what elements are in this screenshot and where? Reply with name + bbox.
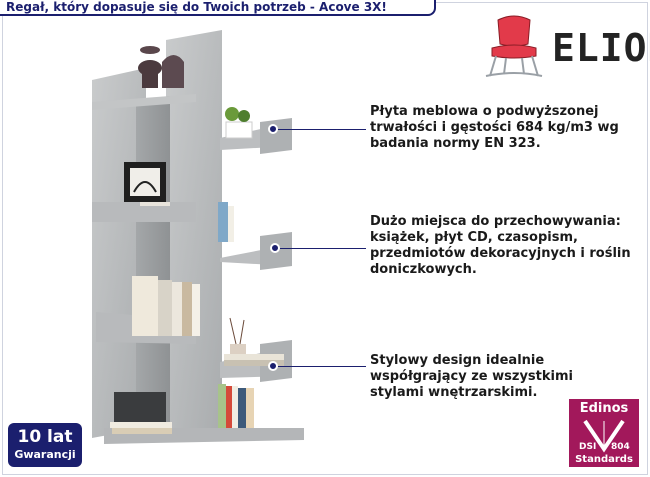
feature-design: Stylowy design idealnie współgrający ze … [370, 353, 573, 400]
bookshelf-illustration [92, 30, 304, 444]
certificate-brand: Edinos [579, 401, 629, 416]
chair-icon [485, 15, 543, 77]
feature-storage: Dużo miejsca do przechowywania: książek,… [370, 214, 631, 277]
callout-line-1 [278, 129, 366, 130]
certificate-dsi: DSI [579, 442, 596, 452]
callout-dot-2 [270, 243, 280, 253]
feature-durability: Płyta meblowa o podwyższonej trwałości i… [370, 104, 619, 151]
callout-line-3 [278, 366, 366, 367]
checkmark-icon: DSI 804 [579, 419, 630, 453]
warranty-years: 10 lat [17, 427, 73, 447]
certificate-code: 804 [611, 442, 630, 452]
page-title: Regał, który dopasuje się do Twoich potr… [6, 0, 387, 14]
callout-dot-3 [268, 361, 278, 371]
edinos-certificate-badge: Edinos DSI 804 Standards [569, 399, 639, 467]
warranty-label: Gwarancji [14, 448, 76, 461]
callout-line-2 [280, 248, 366, 249]
callout-dot-1 [268, 124, 278, 134]
warranty-badge: 10 lat Gwarancji [8, 423, 82, 467]
title-bar: Regał, który dopasuje się do Twoich potr… [0, 0, 436, 16]
brand-name: ELIOR [552, 26, 650, 70]
certificate-standards: Standards [575, 454, 633, 465]
